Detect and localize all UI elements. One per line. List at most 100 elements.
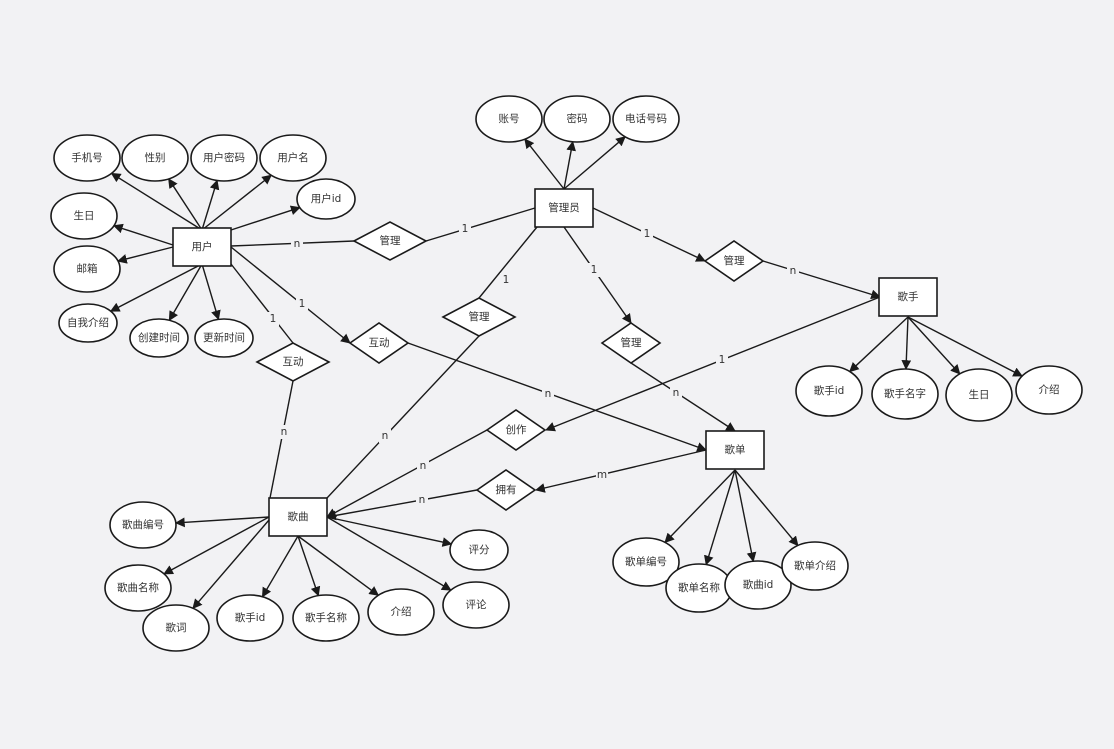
attribute-label: 用户密码 bbox=[203, 151, 245, 164]
attribute-user-created[interactable]: 创建时间 bbox=[129, 318, 189, 358]
attribute-song-intro[interactable]: 介绍 bbox=[367, 588, 435, 636]
attribute-line bbox=[201, 263, 221, 321]
attribute-singer-intro[interactable]: 介绍 bbox=[1015, 365, 1083, 415]
attribute-user-name[interactable]: 用户名 bbox=[259, 134, 327, 182]
relationship-label: 创作 bbox=[506, 423, 527, 436]
relationship-own[interactable]: 拥有 bbox=[475, 469, 537, 511]
attribute-line bbox=[326, 516, 452, 591]
cardinality-bg bbox=[716, 353, 728, 367]
attribute-playlist-name[interactable]: 歌单名称 bbox=[665, 563, 733, 613]
attribute-label: 歌手id bbox=[814, 384, 845, 397]
attribute-song-lyrics[interactable]: 歌词 bbox=[142, 604, 210, 652]
attribute-user-intro[interactable]: 自我介绍 bbox=[58, 303, 118, 343]
attribute-ellipse bbox=[724, 560, 792, 610]
attribute-label: 歌手名称 bbox=[305, 611, 347, 624]
attribute-song-rating[interactable]: 评分 bbox=[449, 529, 509, 571]
attribute-admin-account[interactable]: 账号 bbox=[475, 95, 543, 143]
relationship-manage-singer[interactable]: 管理 bbox=[703, 240, 765, 282]
cardinality-label: m bbox=[597, 469, 607, 481]
attribute-singer-birthday[interactable]: 生日 bbox=[945, 368, 1013, 422]
attribute-line bbox=[524, 138, 565, 190]
attribute-admin-password[interactable]: 密码 bbox=[543, 95, 611, 143]
attribute-song-name[interactable]: 歌曲名称 bbox=[104, 564, 172, 612]
entity-label: 管理员 bbox=[548, 201, 580, 214]
relationship-manage-song[interactable]: 管理 bbox=[441, 297, 517, 337]
attribute-user-password[interactable]: 用户密码 bbox=[190, 134, 258, 182]
entity-box bbox=[705, 430, 765, 470]
attribute-line bbox=[112, 223, 174, 246]
attribute-line bbox=[163, 516, 270, 575]
entity-singer[interactable]: 歌手 bbox=[878, 277, 938, 317]
attribute-singer-id[interactable]: 歌手id bbox=[795, 365, 863, 417]
attribute-label: 介绍 bbox=[391, 605, 412, 618]
relationship-line bbox=[230, 246, 351, 344]
attribute-ellipse bbox=[50, 192, 118, 240]
entity-label: 用户 bbox=[192, 240, 213, 253]
attribute-singer-name[interactable]: 歌手名字 bbox=[871, 368, 939, 420]
attribute-user-gender[interactable]: 性别 bbox=[121, 134, 189, 182]
attribute-line bbox=[297, 535, 321, 597]
attribute-user-email[interactable]: 邮箱 bbox=[53, 245, 121, 293]
entity-admin[interactable]: 管理员 bbox=[534, 188, 594, 228]
cardinality-bg bbox=[417, 459, 429, 473]
attribute-label: 用户id bbox=[311, 192, 342, 205]
attribute-song-singer-id[interactable]: 歌手id bbox=[216, 594, 284, 642]
cardinality-bg bbox=[670, 386, 682, 400]
attribute-user-updated[interactable]: 更新时间 bbox=[194, 318, 254, 358]
attribute-admin-phone[interactable]: 电话号码 bbox=[612, 95, 680, 143]
relationship-diamond bbox=[485, 409, 547, 451]
entity-box bbox=[878, 277, 938, 317]
entity-user[interactable]: 用户 bbox=[172, 227, 232, 267]
attribute-ellipse bbox=[1015, 365, 1083, 415]
entity-playlist[interactable]: 歌单 bbox=[705, 430, 765, 470]
entity-song[interactable]: 歌曲 bbox=[268, 497, 328, 537]
cardinality-label: 1 bbox=[644, 228, 651, 240]
attribute-ellipse bbox=[442, 581, 510, 629]
attribute-line bbox=[117, 246, 174, 264]
cardinality-label: 1 bbox=[503, 274, 510, 286]
attribute-playlist-intro[interactable]: 歌单介绍 bbox=[781, 541, 849, 591]
attribute-ellipse bbox=[259, 134, 327, 182]
attribute-label: 歌单介绍 bbox=[794, 559, 836, 572]
attribute-label: 歌词 bbox=[166, 621, 187, 634]
attribute-ellipse bbox=[194, 318, 254, 358]
attribute-label: 歌曲id bbox=[743, 578, 774, 591]
attribute-line bbox=[704, 469, 736, 566]
attribute-line bbox=[230, 205, 301, 231]
attribute-user-birthday[interactable]: 生日 bbox=[50, 192, 118, 240]
attribute-ellipse bbox=[109, 501, 177, 549]
relationship-interact-song[interactable]: 互动 bbox=[255, 342, 331, 382]
attribute-label: 生日 bbox=[74, 209, 95, 222]
attribute-label: 歌手id bbox=[235, 611, 266, 624]
attribute-song-no[interactable]: 歌曲编号 bbox=[109, 501, 177, 549]
cardinality-label: n bbox=[790, 265, 797, 277]
relationship-diamond bbox=[475, 469, 537, 511]
attribute-line bbox=[168, 178, 203, 231]
cardinality-bg bbox=[291, 237, 303, 251]
relationship-manage-playlist[interactable]: 管理 bbox=[600, 322, 662, 364]
attribute-ellipse bbox=[945, 368, 1013, 422]
relationship-line bbox=[545, 296, 881, 432]
cardinality-label: n bbox=[281, 426, 288, 438]
relationship-create[interactable]: 创作 bbox=[485, 409, 547, 451]
relationship-interact-playlist[interactable]: 互动 bbox=[348, 322, 410, 364]
attribute-song-singer-name[interactable]: 歌手名称 bbox=[292, 594, 360, 642]
attribute-line bbox=[734, 469, 757, 563]
relationship-line bbox=[326, 335, 480, 499]
attribute-ellipse bbox=[53, 245, 121, 293]
relationship-line bbox=[535, 449, 707, 493]
relationship-label: 管理 bbox=[621, 336, 642, 349]
relationship-manage-user[interactable]: 管理 bbox=[352, 221, 428, 261]
relationship-diamond bbox=[348, 322, 410, 364]
attribute-user-phone[interactable]: 手机号 bbox=[53, 134, 121, 182]
attribute-song-comment[interactable]: 评论 bbox=[442, 581, 510, 629]
cardinality-label: 1 bbox=[462, 223, 469, 235]
entity-box bbox=[268, 497, 328, 537]
attribute-line bbox=[261, 535, 299, 598]
attribute-playlist-no[interactable]: 歌单编号 bbox=[612, 537, 680, 587]
attribute-playlist-song-id[interactable]: 歌曲id bbox=[724, 560, 792, 610]
attribute-user-id[interactable]: 用户id bbox=[296, 178, 356, 220]
attribute-ellipse bbox=[142, 604, 210, 652]
attribute-ellipse bbox=[104, 564, 172, 612]
